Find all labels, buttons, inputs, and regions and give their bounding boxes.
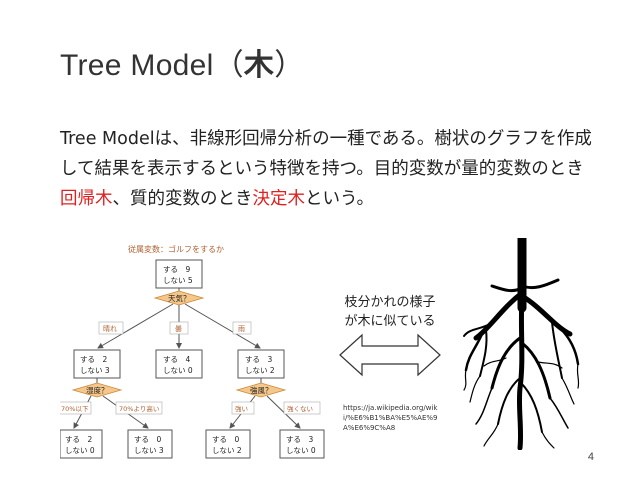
tree-header: 従属変数：ゴルフをするか — [128, 244, 224, 254]
branch-label-low-humidity: 70%以下 — [61, 405, 89, 413]
body-text-2: 、質的変数のとき — [112, 189, 253, 209]
branch-label-not-strong: 強くない — [287, 405, 313, 413]
title-suffix: ） — [274, 49, 305, 82]
leaf-node-1 — [60, 429, 103, 459]
slide-title: Tree Model（木） — [60, 40, 305, 84]
right-split-label: 強風？ — [250, 385, 273, 395]
decision-tree-term: 決定木 — [252, 189, 306, 209]
source-url: https://ja.wikipedia.org/wiki/%E6%B1%BA%… — [343, 404, 438, 432]
branch-label-low-humidity-box — [60, 401, 92, 415]
leaf-node-1-line2: しない 0 — [65, 446, 95, 455]
branch-label-cloudy: 曇 — [175, 325, 182, 333]
leaf-node-2-line2: しない 3 — [134, 446, 164, 455]
leaf-node-1-line1: する 2 — [65, 435, 92, 444]
mid-node-line1: する 4 — [163, 355, 190, 364]
leaf-node-2 — [127, 429, 173, 459]
slide-body-text: Tree Modelは、非線形回帰分析の一種である。樹状のグラフを作成して結果を… — [60, 124, 600, 214]
branch-label-strong: 強い — [235, 405, 248, 413]
branching-annotation: 枝分かれの様子 が木に似ている — [342, 293, 438, 331]
branch-label-cloudy-box — [169, 321, 189, 335]
root-node-line1: する 9 — [163, 265, 190, 274]
leaf-node-4-line2: しない 0 — [286, 446, 316, 455]
leaf-node-4 — [279, 429, 325, 459]
mid-node — [155, 349, 203, 379]
annotation-line-1: 枝分かれの様子 — [344, 295, 436, 310]
right-split-diamond — [235, 382, 287, 398]
branch-label-not-strong-box — [283, 401, 321, 415]
page-number: 4 — [587, 451, 594, 463]
branch-label-rain: 雨 — [238, 325, 245, 333]
mid-node-line2: しない 0 — [163, 366, 193, 375]
branch-label-high-humidity-box — [115, 401, 163, 415]
left-node-line2: しない 3 — [80, 366, 110, 375]
right-node — [237, 349, 285, 379]
root-split-label: 天気？ — [168, 293, 191, 303]
body-text-1: Tree Modelは、非線形回帰分析の一種である。樹状のグラフを作成して結果を… — [60, 129, 592, 179]
tree-roots-image — [463, 238, 580, 450]
branch-label-sunny: 晴れ — [103, 324, 117, 333]
leaf-node-3-line1: する 0 — [212, 435, 239, 444]
root-node — [155, 259, 203, 289]
title-kanji: 木 — [243, 49, 275, 82]
root-split-diamond — [153, 290, 205, 306]
branch-label-rain-box — [232, 321, 252, 335]
leaf-node-3 — [205, 429, 251, 459]
root-node-line2: しない 5 — [163, 276, 193, 285]
leaf-node-3-line2: しない 2 — [212, 446, 242, 455]
decision-tree-diagram: 従属変数：ゴルフをするか する 9 しない 5 天気？ 晴れ 曇 雨 する 2 … — [60, 244, 325, 459]
regression-tree-term: 回帰木 — [60, 189, 113, 209]
branch-label-high-humidity: 70%より高い — [119, 404, 159, 413]
annotation-line-2: が木に似ている — [344, 314, 436, 329]
branch-label-sunny-box — [98, 321, 124, 335]
double-arrow-icon — [339, 333, 441, 377]
right-node-line1: する 3 — [245, 355, 272, 364]
leaf-node-2-line1: する 0 — [134, 435, 161, 444]
title-prefix: Tree Model（ — [60, 49, 244, 82]
left-split-label: 湿度？ — [86, 385, 109, 395]
branch-label-strong-box — [231, 401, 255, 415]
body-text-3: という。 — [305, 189, 374, 209]
right-node-line2: しない 2 — [245, 366, 275, 375]
left-split-diamond — [71, 382, 123, 398]
leaf-node-4-line1: する 3 — [286, 435, 313, 444]
left-node-line1: する 2 — [80, 355, 107, 364]
